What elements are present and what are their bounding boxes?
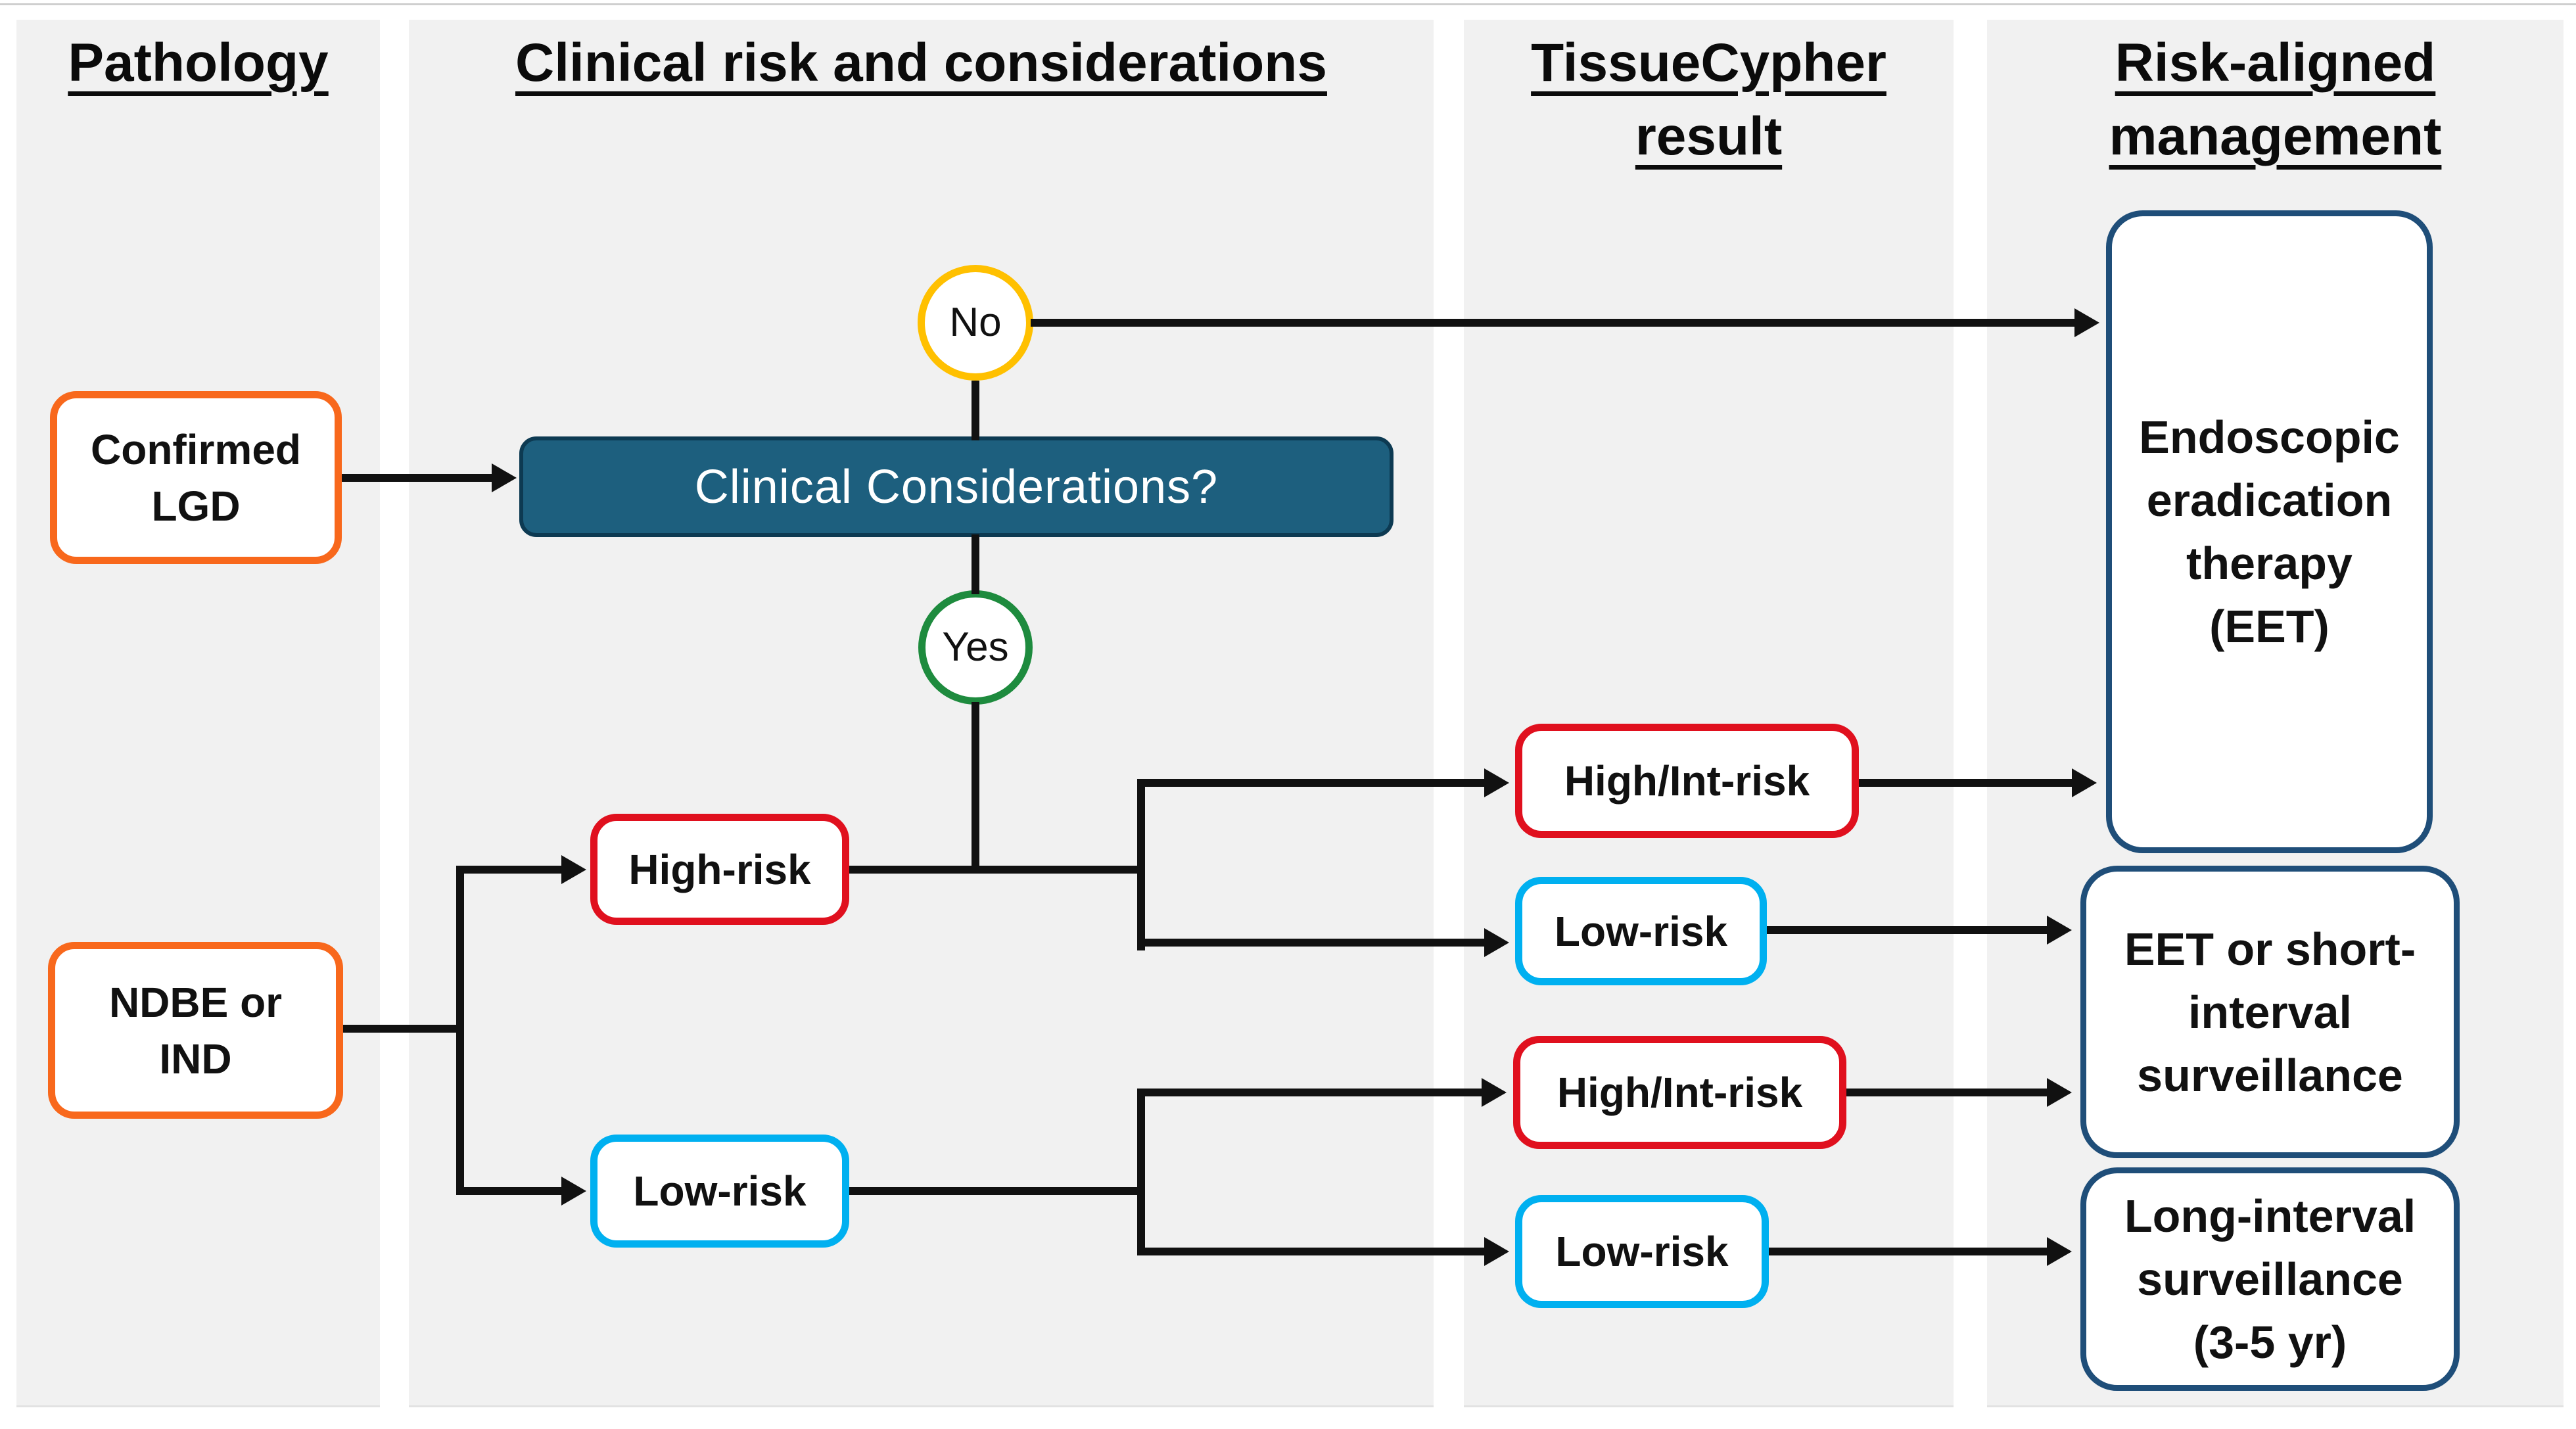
connector-no-to-clinical xyxy=(972,381,979,440)
connector-to-tc-high-2 xyxy=(1137,1089,1483,1096)
column-band-clinical xyxy=(409,20,1434,1407)
arrowhead-no-to-eet xyxy=(2074,308,2099,337)
arrowhead-lgd-to-clinical xyxy=(492,463,517,492)
connector-to-low-risk xyxy=(456,1187,563,1195)
arrowhead-tc-high-1-to-eet xyxy=(2072,768,2097,797)
connector-highrisk-branch xyxy=(1137,779,1145,950)
connector-tc-high-1-to-eet xyxy=(1859,779,2072,787)
connector-ndbe-out xyxy=(343,1025,464,1033)
header-tissuecypher: TissueCypher result xyxy=(1531,33,1886,166)
arrowhead-to-tc-low-2 xyxy=(1484,1237,1509,1266)
arrowhead-tc-low-1-to-short xyxy=(2047,916,2072,945)
node-mgmt-eet: Endoscopic eradication therapy (EET) xyxy=(2106,210,2433,853)
connector-to-high-risk xyxy=(456,866,563,874)
node-clinical-considerations: Clinical Considerations? xyxy=(519,436,1393,537)
connector-lgd-to-clinical xyxy=(342,474,492,482)
node-mgmt-long-interval: Long-interval surveillance (3-5 yr) xyxy=(2080,1167,2460,1391)
connector-ndbe-branch xyxy=(456,866,464,1195)
node-tc-high-int-risk-1: High/Int-risk xyxy=(1515,724,1859,838)
arrowhead-to-high-risk xyxy=(561,855,586,884)
arrowhead-tc-low-2-to-long xyxy=(2047,1237,2072,1266)
connector-no-to-eet xyxy=(1031,319,2074,327)
column-band-tissuecypher xyxy=(1464,20,1954,1407)
header-management: Risk-aligned management xyxy=(2109,33,2442,166)
connector-tc-low-2-to-long xyxy=(1769,1248,2047,1255)
connector-yes-to-highrisk-line xyxy=(972,702,979,874)
node-tc-high-int-risk-2: High/Int-risk xyxy=(1513,1036,1846,1149)
connector-tc-high-2-to-short xyxy=(1846,1089,2047,1096)
header-pathology: Pathology xyxy=(68,33,329,93)
node-tc-low-risk-2: Low-risk xyxy=(1515,1195,1769,1308)
node-clinical-high-risk: High-risk xyxy=(590,814,849,925)
node-tc-low-risk-1: Low-risk xyxy=(1515,877,1767,985)
connector-lowrisk-branch xyxy=(1137,1089,1145,1255)
arrowhead-to-low-risk xyxy=(561,1177,586,1206)
decision-no-circle: No xyxy=(918,265,1033,381)
node-clinical-low-risk: Low-risk xyxy=(590,1135,849,1248)
connector-lowrisk-out xyxy=(849,1187,1145,1195)
arrowhead-tc-high-2-to-short xyxy=(2047,1078,2072,1107)
header-clinical: Clinical risk and considerations xyxy=(515,33,1327,93)
connector-highrisk-out xyxy=(849,866,1145,874)
connector-tc-low-1-to-short xyxy=(1767,926,2047,934)
connector-to-tc-low-1 xyxy=(1137,939,1486,947)
arrowhead-to-tc-high-1 xyxy=(1484,768,1509,797)
connector-to-tc-low-2 xyxy=(1137,1248,1486,1255)
connector-to-tc-high-1 xyxy=(1137,779,1486,787)
node-ndbe-ind: NDBE or IND xyxy=(48,942,343,1119)
node-mgmt-eet-or-short-interval: EET or short- interval surveillance xyxy=(2080,866,2460,1158)
figure-top-rule xyxy=(0,3,2576,5)
arrowhead-to-tc-high-2 xyxy=(1482,1078,1507,1107)
node-confirmed-lgd: Confirmed LGD xyxy=(50,391,342,564)
arrowhead-to-tc-low-1 xyxy=(1484,928,1509,957)
column-band-pathology xyxy=(16,20,380,1407)
connector-clinical-to-yes xyxy=(972,534,979,594)
decision-yes-circle: Yes xyxy=(918,590,1033,705)
